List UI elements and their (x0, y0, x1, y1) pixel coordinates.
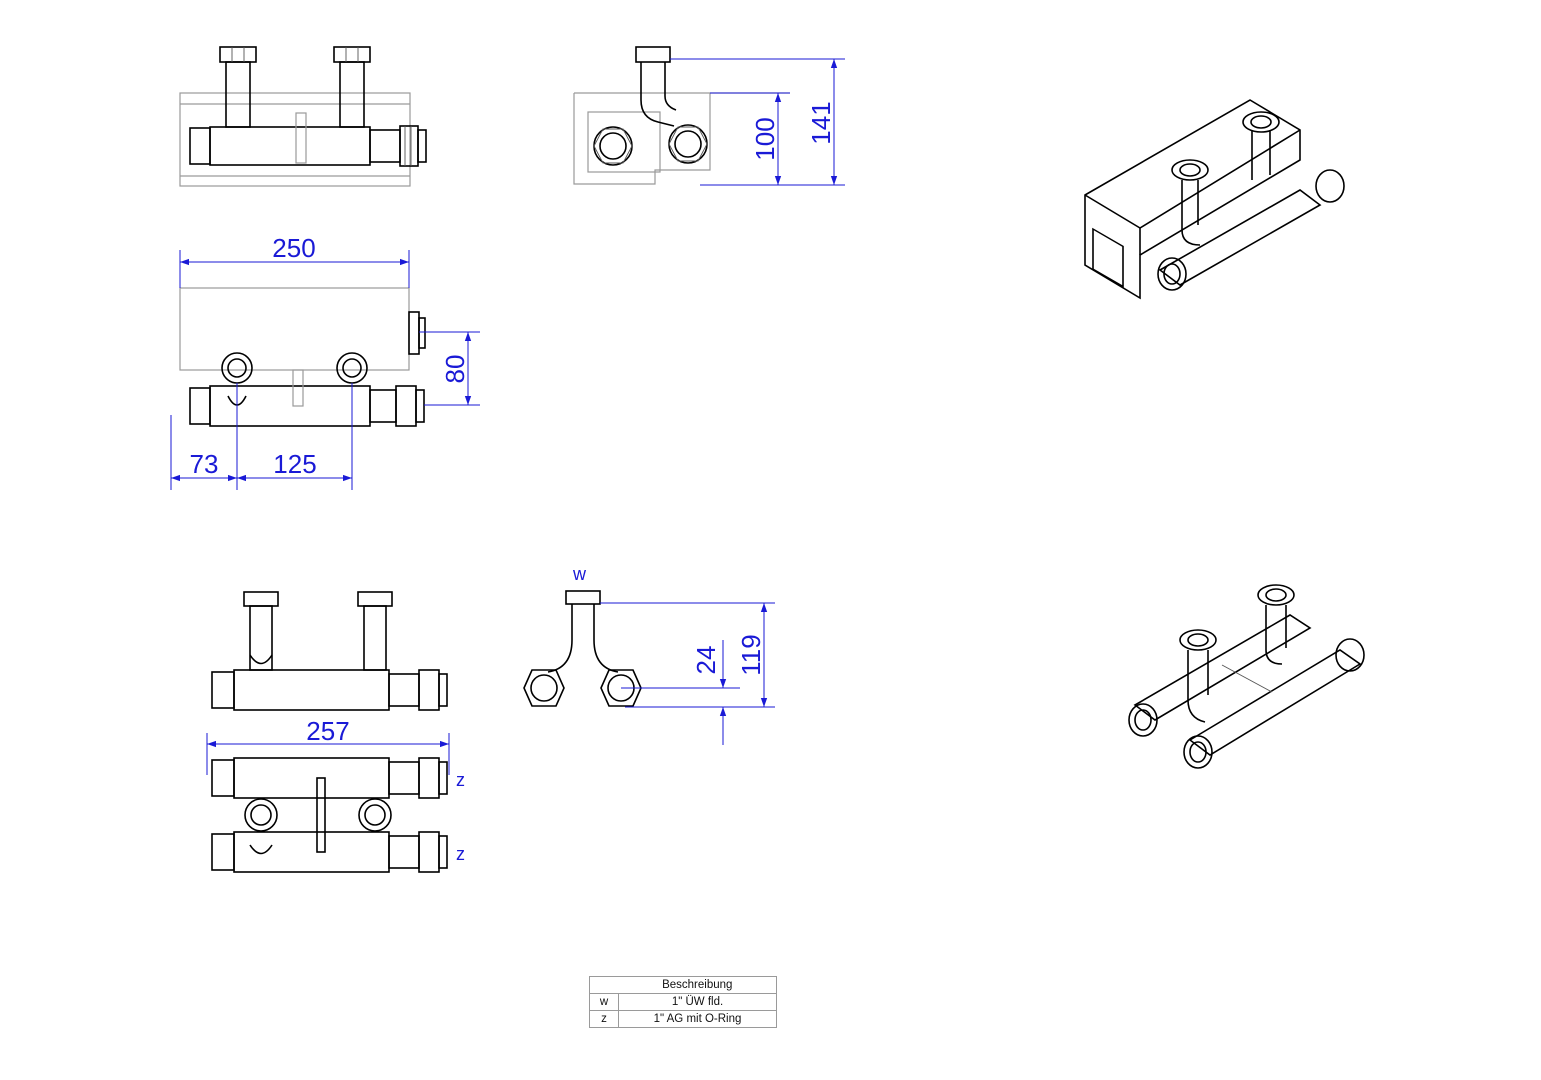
dim-top-spacing: 125 (273, 449, 316, 479)
dim-bottom-height: 119 (736, 634, 766, 675)
dim-top-depth: 80 (440, 355, 470, 384)
dim-top-width: 250 (272, 233, 315, 263)
dimension-side-heights: 100 141 (670, 58, 845, 186)
port-label-w: w (572, 564, 587, 584)
dim-top-offset: 73 (190, 449, 219, 479)
isometric-view-without-bracket (1128, 584, 1365, 769)
dim-side-height-inner: 100 (750, 117, 780, 160)
legend-description: 1" AG mit O-Ring (618, 1010, 777, 1028)
legend-description: 1" ÜW fld. (618, 993, 777, 1011)
legend-row: w 1" ÜW fld. (589, 993, 777, 1011)
isometric-view-with-bracket (1084, 99, 1345, 300)
port-label-z-lower: z (456, 844, 465, 864)
dim-bottom-offset: 24 (691, 646, 721, 675)
legend-code: w (589, 993, 619, 1011)
legend-header: Beschreibung (618, 976, 777, 994)
dimension-top-offsets: 73 125 (170, 383, 353, 490)
side-view-with-bracket (573, 46, 790, 185)
port-label-z-upper: z (456, 770, 465, 790)
legend-table: Beschreibung w 1" ÜW fld. z 1" AG mit O-… (589, 976, 777, 1028)
dimension-side-without-bracket: 24 119 (600, 602, 775, 745)
dim-bottom-width: 257 (306, 716, 349, 746)
legend-code: z (589, 1010, 619, 1028)
dimension-top-width: 250 (179, 233, 410, 288)
dimension-top-depth: 80 (419, 331, 480, 406)
front-view-without-bracket (211, 591, 448, 711)
legend-header-code-cell (589, 976, 619, 994)
top-view-without-bracket (211, 757, 448, 873)
dim-side-height-total: 141 (806, 101, 836, 144)
front-view-with-bracket (179, 46, 427, 187)
legend-row: z 1" AG mit O-Ring (589, 1010, 777, 1028)
dimension-bottom-width: 257 (206, 716, 450, 775)
top-view-with-bracket (179, 287, 426, 427)
side-view-without-bracket (523, 590, 642, 707)
